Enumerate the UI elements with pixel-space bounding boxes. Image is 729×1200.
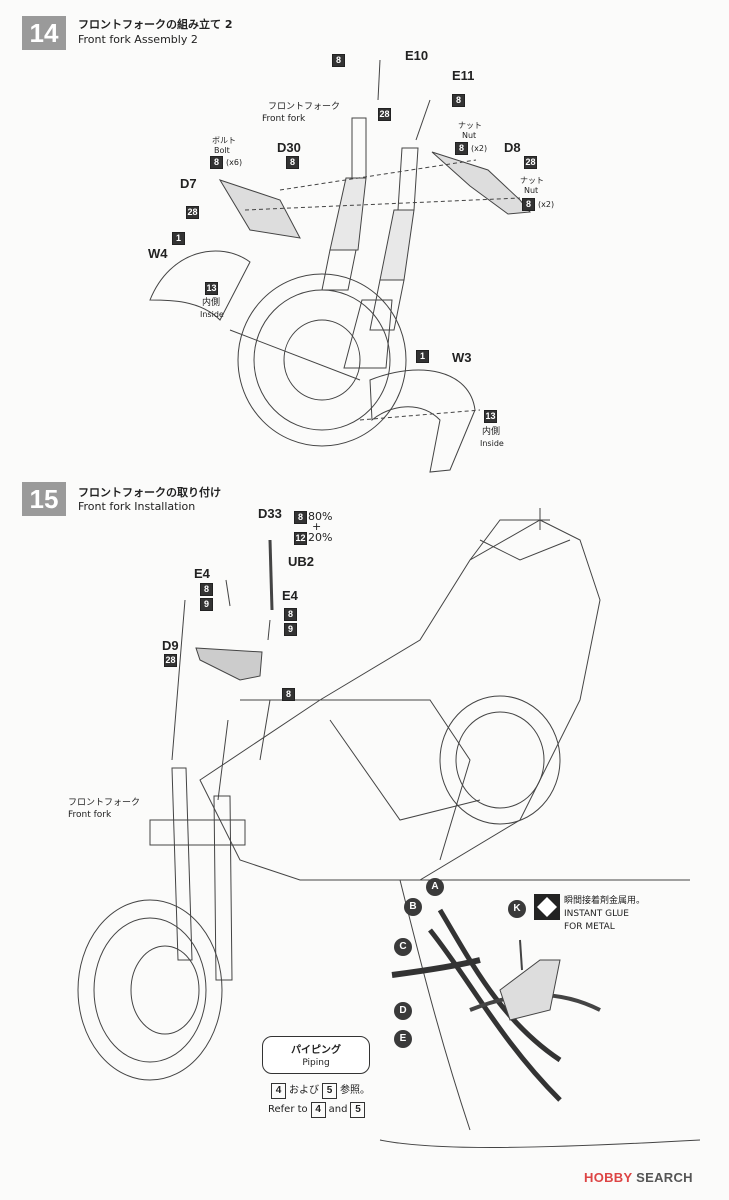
ref-head-en: Refer to — [268, 1104, 308, 1115]
mix-pct-8: 80% — [308, 510, 333, 523]
color-9-badge: 9 — [200, 598, 213, 611]
bolt-en: Bolt — [214, 146, 230, 155]
part-w4-label: W4 — [148, 246, 168, 261]
color-13-badge: 13 — [484, 410, 497, 423]
callout-k: K — [508, 900, 526, 918]
step-15-number: 15 — [22, 482, 66, 516]
color-8-badge: 8 — [282, 688, 295, 701]
part-w3-label: W3 — [452, 350, 472, 365]
inside-en: Inside — [480, 439, 504, 448]
front-fork-jp: フロントフォーク — [68, 798, 141, 808]
ref-step-5: 5 — [322, 1083, 337, 1099]
nut-jp: ナット — [520, 176, 544, 185]
step-14-number: 14 — [22, 16, 66, 50]
part-e4-label: E4 — [194, 566, 210, 581]
color-8-badge: 8 — [522, 198, 535, 211]
nut-qty: (x2) — [471, 144, 488, 153]
color-1-badge: 1 — [416, 350, 429, 363]
color-8-badge: 8 — [452, 94, 465, 107]
color-28-badge: 28 — [378, 108, 391, 121]
piping-en: Piping — [302, 1058, 330, 1068]
color-8-badge: 8 — [332, 54, 345, 67]
color-12-badge: 12 — [294, 532, 307, 545]
color-1-badge: 1 — [172, 232, 185, 245]
ref-step-4: 4 — [310, 1102, 326, 1118]
ref-and-jp: および — [289, 1085, 319, 1096]
watermark-brand-a: HOBBY — [584, 1170, 633, 1185]
callout-e: E — [394, 1030, 412, 1048]
part-d9-label: D9 — [162, 638, 179, 653]
nut-qty: (x2) — [538, 200, 555, 209]
color-8-badge: 8 — [286, 156, 299, 169]
color-13-badge: 13 — [205, 282, 218, 295]
part-e10-label: E10 — [405, 48, 429, 63]
ref-step-4: 4 — [271, 1083, 286, 1099]
front-fork-en: Front fork — [68, 810, 112, 820]
step-14-title-en: Front fork Assembly 2 — [78, 33, 198, 46]
color-9-badge: 9 — [284, 623, 297, 636]
piping-jp: パイピング — [291, 1045, 341, 1056]
part-e11-label: E11 — [452, 68, 475, 83]
mix-pct-12: 20% — [308, 531, 333, 544]
ref-step-5: 5 — [350, 1102, 366, 1118]
part-e4-label: E4 — [282, 588, 298, 603]
callout-a: A — [426, 878, 444, 896]
glue-note-en-2: FOR METAL — [564, 922, 615, 932]
nut-jp: ナット — [458, 121, 482, 130]
color-28-badge: 28 — [524, 156, 537, 169]
ref-tail-jp: 参照。 — [340, 1085, 370, 1096]
nut-en: Nut — [524, 186, 539, 195]
mix-plus: + — [312, 520, 322, 533]
part-ub2-label: UB2 — [288, 554, 315, 569]
part-d8-label: D8 — [504, 140, 521, 155]
watermark-logo: HOBBY SEARCH — [584, 1170, 693, 1185]
color-8-badge: 8 — [294, 511, 307, 524]
bolt-qty: (x6) — [226, 158, 243, 167]
glue-note-jp: 瞬間接着剤金属用。 — [564, 896, 646, 906]
watermark-brand-b: SEARCH — [636, 1170, 693, 1185]
callout-d: D — [394, 1002, 412, 1020]
piping-box: パイピング Piping — [262, 1036, 370, 1074]
step-14-title-jp: フロントフォークの組み立て 2 — [78, 18, 233, 31]
ref-and-en: and — [328, 1104, 348, 1115]
glue-note-en-1: INSTANT GLUE — [564, 909, 629, 919]
part-d33-label: D33 — [258, 506, 282, 521]
color-8-badge: 8 — [284, 608, 297, 621]
inside-jp: 内側 — [482, 427, 501, 437]
nut-en: Nut — [462, 131, 477, 140]
front-fork-en: Front fork — [262, 114, 306, 124]
part-d30-label: D30 — [277, 140, 301, 155]
callout-c: C — [394, 938, 412, 956]
glue-diamond-icon — [534, 894, 560, 920]
inside-jp: 内側 — [202, 298, 221, 308]
step-15-title-en: Front fork Installation — [78, 500, 196, 513]
color-28-badge: 28 — [164, 654, 177, 667]
color-8-badge: 8 — [455, 142, 468, 155]
bolt-jp: ボルト — [212, 136, 236, 145]
color-8-badge: 8 — [200, 583, 213, 596]
color-28-badge: 28 — [186, 206, 199, 219]
part-d7-label: D7 — [180, 176, 197, 191]
front-fork-jp: フロントフォーク — [268, 102, 341, 112]
inside-en: Inside — [200, 310, 224, 319]
step-15-title-jp: フロントフォークの取り付け — [78, 486, 221, 499]
color-8-badge: 8 — [210, 156, 223, 169]
callout-b: B — [404, 898, 422, 916]
